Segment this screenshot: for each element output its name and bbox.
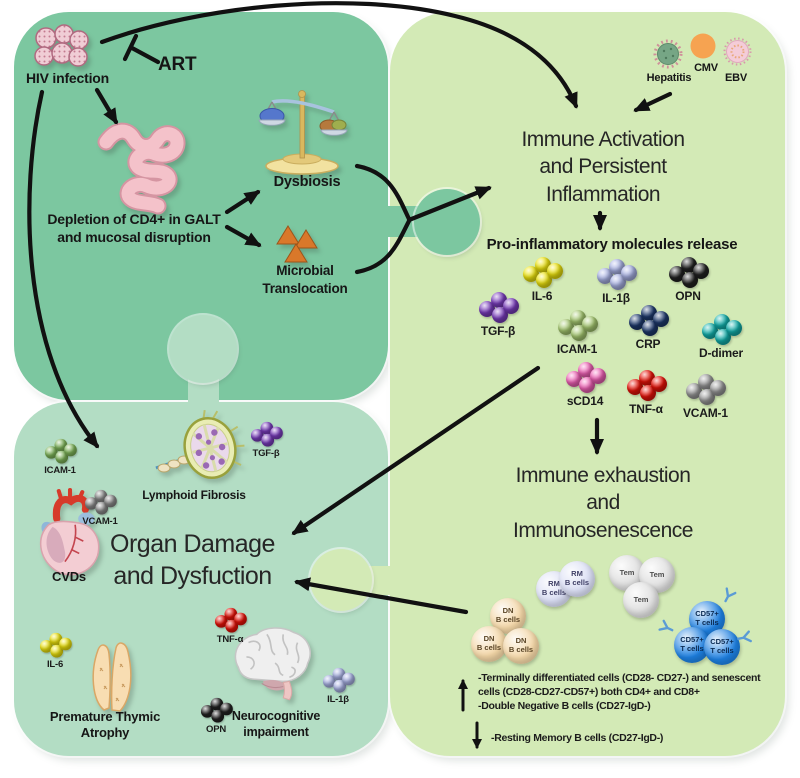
opn-spheres-icon <box>200 697 233 723</box>
crp-spheres-icon <box>628 304 669 336</box>
vcam1-spheres-icon <box>685 373 726 405</box>
hepatitis-virus-icon <box>653 39 683 69</box>
brain-icon <box>234 627 311 701</box>
tnfa-label: TNF-α <box>216 634 244 645</box>
scd14-spheres-icon <box>565 361 606 393</box>
premature-thymic-atrophy-label: Premature Thymic Atrophy <box>49 709 161 741</box>
tgfb-spheres-icon <box>250 421 283 447</box>
il1b-label: IL-1β <box>602 291 630 305</box>
vcam1-label: VCAM-1 <box>683 406 728 420</box>
molecule-tnfa-bl: TNF-α <box>208 607 252 645</box>
tgfb-spheres-icon <box>478 291 519 323</box>
antibody-icon <box>737 630 752 643</box>
hepatitis-label: Hepatitis <box>646 72 692 84</box>
puzzle-knob-right-piece <box>310 549 372 611</box>
il6-spheres-icon <box>522 256 563 288</box>
dysbiosis-label: Dysbiosis <box>273 174 341 190</box>
il6-label: IL-6 <box>531 289 553 303</box>
hiv-virus-cluster-icon <box>34 24 89 67</box>
cell-circle: Tem <box>623 582 659 618</box>
antibody-icon <box>724 587 737 603</box>
organ-damage-heading: Organ Damage and Dysfuction <box>110 530 275 590</box>
immune-exhaustion-heading: Immune exhaustion and Immunosenescence <box>513 464 693 542</box>
vcam1-label: VCAM-1 <box>82 516 118 527</box>
tgfb-label: TGF-β <box>480 324 516 338</box>
tgfb-label: TGF-β <box>252 448 280 459</box>
molecule-il1b-bl: IL-1β <box>316 667 360 705</box>
tnfa-spheres-icon <box>214 607 247 633</box>
molecule-crp: CRP <box>626 304 670 351</box>
molecule-icam1-bl: ICAM-1 <box>38 438 82 476</box>
icam1-spheres-icon <box>44 438 77 464</box>
molecule-il6: IL-6 <box>520 256 564 303</box>
microbial-triangles-icon <box>276 225 318 263</box>
molecule-tnfa: TNF-α <box>624 369 668 416</box>
icam1-label: ICAM-1 <box>556 342 598 356</box>
molecule-ddimer: D-dimer <box>699 313 743 360</box>
tnfa-label: TNF-α <box>629 402 663 416</box>
neurocognitive-impairment-label: Neurocognitive impairment <box>231 709 321 739</box>
lymphoid-fibrosis-label: Lymphoid Fibrosis <box>142 488 246 502</box>
cell-circle: CD57+T cells <box>704 629 740 665</box>
molecule-opn: OPN <box>666 256 710 303</box>
cmv-label: CMV <box>694 62 718 74</box>
molecule-il6-bl: IL-6 <box>33 632 77 670</box>
il1b-label: IL-1β <box>327 694 349 705</box>
microbial-translocation-label: Microbial Translocation <box>262 263 348 296</box>
immune-activation-heading: Immune Activation and Persistent Inflamm… <box>521 128 685 206</box>
ebv-label: EBV <box>724 72 748 84</box>
thymus-icon <box>92 642 132 712</box>
balance-scale-icon <box>258 90 348 175</box>
molecule-tgfb: TGF-β <box>476 291 520 338</box>
opn-label: OPN <box>675 289 701 303</box>
molecule-vcam1-bl: VCAM-1 <box>78 489 122 527</box>
cmv-virus-icon <box>690 33 716 59</box>
scd14-label: sCD14 <box>566 394 604 408</box>
il1b-spheres-icon <box>322 667 355 693</box>
il1b-spheres-icon <box>596 258 637 290</box>
cvds-label: CVDs <box>52 569 86 584</box>
antibody-icon <box>658 619 674 632</box>
increase-legend-text: -Terminally differentiated cells (CD28- … <box>478 672 761 712</box>
lymph-node-icon <box>155 410 245 479</box>
molecule-vcam1: VCAM-1 <box>683 373 728 420</box>
il6-label: IL-6 <box>46 659 64 670</box>
tnfa-spheres-icon <box>626 369 667 401</box>
depletion-label: Depletion of CD4+ in GALT and mucosal di… <box>47 211 221 245</box>
icam1-label: ICAM-1 <box>44 465 76 476</box>
ddimer-label: D-dimer <box>699 346 743 360</box>
opn-spheres-icon <box>668 256 709 288</box>
icam1-spheres-icon <box>557 309 598 341</box>
crp-label: CRP <box>635 337 661 351</box>
pro-inflammatory-heading: Pro-inflammatory molecules release <box>486 236 738 253</box>
puzzle-knob-bottom-left-piece <box>169 315 237 383</box>
vcam1-spheres-icon <box>84 489 117 515</box>
molecule-tgfb-bl: TGF-β <box>244 421 288 459</box>
heart-icon <box>40 488 100 576</box>
molecule-scd14: sCD14 <box>563 361 607 408</box>
ebv-virus-icon <box>723 37 752 66</box>
hiv-infection-label: HIV infection <box>26 70 109 86</box>
ddimer-spheres-icon <box>701 313 742 345</box>
molecule-il1b: IL-1β <box>594 258 638 305</box>
molecule-opn-bl: OPN <box>194 697 238 735</box>
opn-label: OPN <box>206 724 226 735</box>
art-label: ART <box>158 54 197 75</box>
il6-spheres-icon <box>39 632 72 658</box>
intestine-icon <box>97 122 186 215</box>
decrease-legend-text: -Resting Memory B cells (CD27-IgD-) <box>491 732 664 744</box>
molecule-icam1: ICAM-1 <box>555 309 599 356</box>
